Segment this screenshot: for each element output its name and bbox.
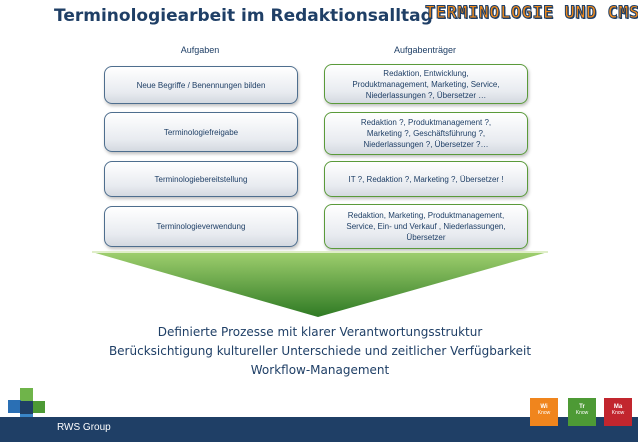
owner-label-2: Redaktion ?, Produktmanagement ?, Market… — [360, 118, 492, 149]
process-line-3: Workflow-Management — [250, 363, 390, 377]
brand-wordmark: TERMINOLOGIE UND CMS — [425, 3, 638, 24]
tile-wi-abbr: Wi — [540, 404, 548, 410]
tile-ma-word: Know — [611, 410, 625, 416]
task-label-3: Terminologiebereitstellung — [154, 174, 248, 184]
owner-box-1: Redaktion, Entwicklung, Produktmanagemen… — [324, 64, 528, 104]
task-box-4: Terminologieverwendung — [104, 206, 298, 247]
owner-box-2: Redaktion ?, Produktmanagement ?, Market… — [324, 112, 528, 155]
tile-tr-abbr: Tr — [579, 404, 585, 410]
task-label-4: Terminologieverwendung — [156, 222, 246, 231]
tasks-column-header: Aufgaben — [180, 45, 220, 55]
funnel-arrow — [92, 251, 548, 317]
task-box-2: Terminologiefreigabe — [104, 112, 298, 152]
task-label-1: Neue Begriffe / Benennungen bilden — [136, 80, 266, 90]
tile-wi-word: Know — [537, 410, 551, 416]
slide-title: Terminologiearbeit im Redaktionsalltag — [54, 6, 433, 26]
owner-label-4: Redaktion, Marketing, Produktmanagement,… — [346, 211, 506, 242]
process-line-1: Definierte Prozesse mit klarer Verantwor… — [157, 325, 483, 339]
task-box-1: Neue Begriffe / Benennungen bilden — [104, 66, 298, 104]
process-line-2: Berücksichtigung kultureller Unterschied… — [108, 344, 532, 358]
task-box-3: Terminologiebereitstellung — [104, 161, 298, 197]
owner-label-1: Redaktion, Entwicklung, Produktmanagemen… — [352, 68, 500, 100]
task-label-2: Terminologiefreigabe — [163, 127, 239, 137]
owner-box-3: IT ?, Redaktion ?, Marketing ?, Übersetz… — [324, 161, 528, 197]
owner-label-3: IT ?, Redaktion ?, Marketing ?, Übersetz… — [348, 174, 504, 184]
footer-company-label: RWS Group — [57, 422, 111, 433]
owners-column-header: Aufgabenträger — [393, 45, 457, 55]
tile-tr-word: Know — [575, 410, 589, 416]
owner-box-4: Redaktion, Marketing, Produktmanagement,… — [324, 204, 528, 249]
tile-ma-abbr: Ma — [613, 404, 623, 410]
